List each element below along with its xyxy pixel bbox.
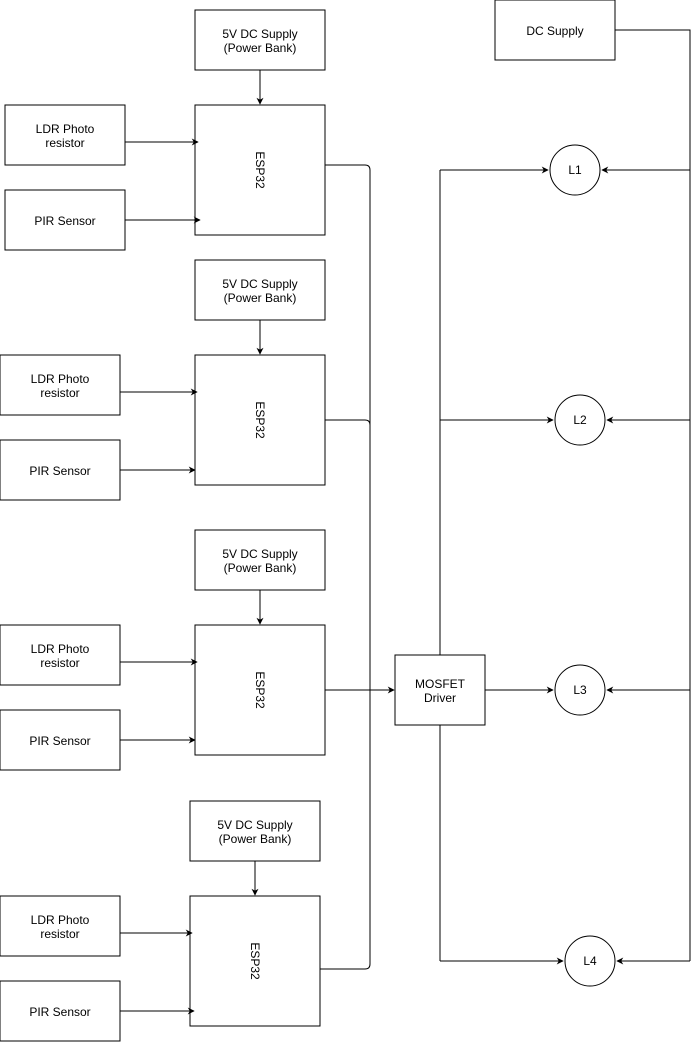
- lamp-l1-label: L1: [568, 163, 582, 177]
- esp32-bus-line: [320, 164, 371, 970]
- module-2: 5V DC Supply (Power Bank) LDR Photo resi…: [0, 259, 326, 501]
- esp32-label-2: ESP32: [253, 401, 267, 439]
- esp32-label-1: ESP32: [253, 151, 267, 189]
- ldr-label-4: LDR Photo: [31, 913, 90, 927]
- module-3: 5V DC Supply (Power Bank) LDR Photo resi…: [0, 529, 326, 771]
- ldr-box-1: LDR Photo resistor: [4, 104, 126, 166]
- lamp-l3-label: L3: [573, 683, 587, 697]
- esp32-box-1: ESP32: [194, 104, 326, 236]
- esp32-label-3: ESP32: [253, 671, 267, 709]
- module-4: 5V DC Supply (Power Bank) LDR Photo resi…: [0, 800, 321, 1042]
- power-bank-sublabel-2: (Power Bank): [224, 291, 297, 305]
- ldr-sublabel-2: resistor: [40, 386, 79, 400]
- power-bank-label-3: 5V DC Supply: [222, 547, 297, 561]
- mosfet-output-bus: [439, 166, 564, 965]
- power-bank-sublabel-3: (Power Bank): [224, 561, 297, 575]
- ldr-box-2: LDR Photo resistor: [0, 354, 121, 416]
- ldr-label-3: LDR Photo: [31, 642, 90, 656]
- pir-box-4: PIR Sensor: [0, 980, 121, 1042]
- esp32-box-2: ESP32: [194, 354, 326, 486]
- power-bank-label-4: 5V DC Supply: [217, 818, 292, 832]
- pir-label-1: PIR Sensor: [34, 214, 95, 228]
- esp32-output-bus: [320, 164, 395, 970]
- dc-supply-label: DC Supply: [526, 24, 583, 38]
- ldr-sublabel-4: resistor: [40, 927, 79, 941]
- lamp-l2-label: L2: [573, 413, 587, 427]
- pir-box-2: PIR Sensor: [0, 439, 121, 501]
- ldr-sublabel-1: resistor: [45, 136, 84, 150]
- mosfet-sublabel: Driver: [424, 691, 456, 705]
- lamp-l3: L3: [554, 664, 606, 716]
- power-bank-sublabel-1: (Power Bank): [224, 41, 297, 55]
- lamp-l2: L2: [554, 394, 606, 446]
- esp32-box-3: ESP32: [194, 624, 326, 756]
- pir-label-2: PIR Sensor: [29, 464, 90, 478]
- power-bank-box-3: 5V DC Supply (Power Bank): [194, 529, 326, 591]
- lamp-l4: L4: [564, 935, 616, 987]
- pir-label-4: PIR Sensor: [29, 1005, 90, 1019]
- power-bank-sublabel-4: (Power Bank): [219, 832, 292, 846]
- ldr-label-2: LDR Photo: [31, 372, 90, 386]
- module-1: 5V DC Supply (Power Bank) LDR Photo resi…: [4, 9, 326, 251]
- power-bank-box-4: 5V DC Supply (Power Bank): [189, 800, 321, 862]
- esp32-box-4: ESP32: [189, 895, 321, 1027]
- dc-supply-box: DC Supply: [494, 0, 616, 61]
- pir-label-3: PIR Sensor: [29, 734, 90, 748]
- lamp-l1: L1: [549, 144, 601, 196]
- power-bank-box-2: 5V DC Supply (Power Bank): [194, 259, 326, 321]
- mosfet-label: MOSFET: [415, 677, 466, 691]
- dc-supply-rail: [615, 29, 691, 961]
- ldr-sublabel-3: resistor: [40, 656, 79, 670]
- esp32-2-bus-tap: [325, 419, 371, 426]
- power-bank-box-1: 5V DC Supply (Power Bank): [194, 9, 326, 71]
- ldr-box-4: LDR Photo resistor: [0, 895, 121, 957]
- power-bank-label-1: 5V DC Supply: [222, 27, 297, 41]
- mosfet-driver-box: MOSFET Driver: [394, 654, 486, 726]
- pir-box-3: PIR Sensor: [0, 709, 121, 771]
- ldr-label-1: LDR Photo: [36, 122, 95, 136]
- lamp-l4-label: L4: [583, 954, 597, 968]
- esp32-label-4: ESP32: [248, 942, 262, 980]
- pir-box-1: PIR Sensor: [4, 189, 126, 251]
- ldr-box-3: LDR Photo resistor: [0, 624, 121, 686]
- power-bank-label-2: 5V DC Supply: [222, 277, 297, 291]
- dc-supply-bus: [601, 29, 691, 965]
